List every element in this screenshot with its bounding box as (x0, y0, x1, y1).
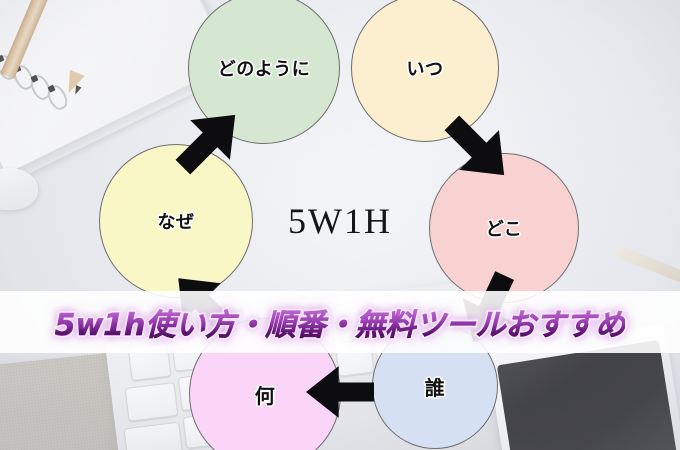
circle-when: いつ (351, 0, 499, 142)
circle-label-where: どこ (485, 219, 523, 240)
circle-label-why: なぜ (157, 212, 195, 233)
circle-label-how: どのように (217, 59, 311, 80)
circle-how: どのように (188, 0, 340, 144)
arrow-why-to-how (157, 89, 262, 194)
arrow-who-to-what (306, 358, 374, 426)
circle-label-what: 何 (254, 383, 276, 408)
title-banner-text: 5w1h使い方・順番・無料ツールおすすめ (54, 308, 626, 344)
title-banner: 5w1h使い方・順番・無料ツールおすすめ 5w1h使い方・順番・無料ツールおすす… (0, 291, 680, 353)
title-banner-outline: 5w1h使い方・順番・無料ツールおすすめ (53, 300, 627, 345)
circle-label-when: いつ (406, 59, 444, 80)
circle-why: なぜ (99, 144, 253, 298)
title-banner-inner: 5w1h使い方・順番・無料ツールおすすめ 5w1h使い方・順番・無料ツールおすす… (53, 300, 627, 345)
arrow-when-to-where (426, 97, 531, 202)
circle-label-who: 誰 (424, 375, 446, 400)
computer-mouse (0, 168, 38, 210)
